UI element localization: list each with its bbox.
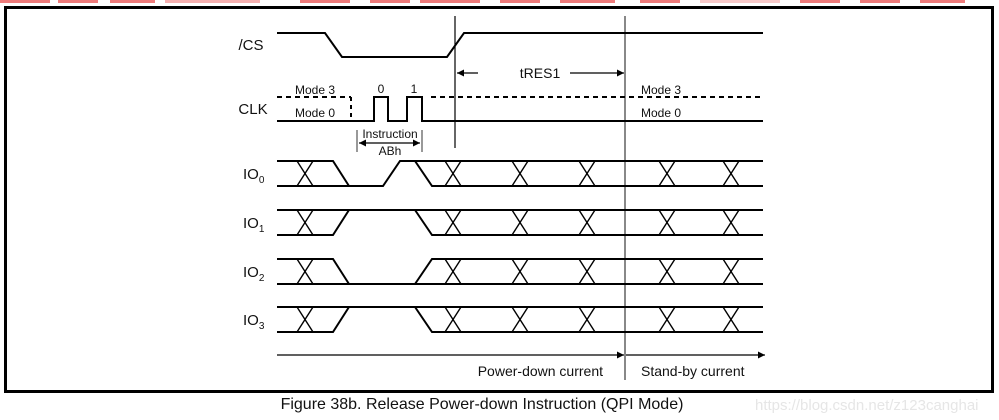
io1-crossing-0-b	[296, 209, 314, 236]
cs-label: /CS	[238, 37, 263, 54]
io2-crossing-5-b	[722, 258, 740, 285]
io0-crossing-1-b	[444, 160, 462, 187]
top-banner-strip	[0, 0, 999, 4]
io0-crossing-0-b	[296, 160, 314, 187]
clk-pulse-label-0: 0	[378, 82, 385, 96]
instruction-label: Instruction	[362, 127, 417, 141]
io0-wave-upper-start	[277, 160, 350, 187]
tres1-label: tRES1	[520, 65, 561, 81]
io3-crossing-2-b	[511, 306, 529, 333]
watermark: https://blog.csdn.net/z123canghai	[755, 397, 979, 414]
io2-crossing-4-b	[658, 258, 676, 285]
io3-crossing-5-b	[722, 306, 740, 333]
io3-crossing-4-b	[658, 306, 676, 333]
io1-crossing-2-b	[511, 209, 529, 236]
io0-crossing-2-b	[511, 160, 529, 187]
cs-waveform	[277, 32, 763, 58]
io0-crossing-5-b	[722, 160, 740, 187]
io3-crossing-0-b	[296, 306, 314, 333]
io1-crossing-1-b	[444, 209, 462, 236]
clk-mode3-right-label: Mode 3	[641, 83, 681, 97]
io1-crossing-4-b	[658, 209, 676, 236]
clk-label: CLK	[238, 101, 267, 118]
power-down-current-label: Power-down current	[478, 363, 603, 379]
figure-frame	[4, 6, 994, 393]
io1-crossing-3-b	[578, 209, 596, 236]
instruction-opcode: ABh	[379, 144, 402, 158]
clk-mode0-left-label: Mode 0	[295, 106, 335, 120]
standby-current-label: Stand-by current	[641, 363, 745, 379]
io1-wave-lower-start	[277, 209, 350, 236]
io3-crossing-3-b	[578, 306, 596, 333]
io2-wave-upper-end	[414, 258, 763, 285]
clk-mode0-right-label: Mode 0	[641, 106, 681, 120]
clk-waveform	[277, 96, 763, 122]
io0-crossing-3-b	[578, 160, 596, 187]
io2-crossing-2-b	[511, 258, 529, 285]
io3-crossing-1-b	[444, 306, 462, 333]
clk-pulse-label-1: 1	[411, 82, 418, 96]
figure-caption: Figure 38b. Release Power-down Instructi…	[0, 396, 999, 414]
io1-crossing-5-b	[722, 209, 740, 236]
io2-crossing-3-b	[578, 258, 596, 285]
io3-label: IO3	[243, 312, 265, 332]
io2-label: IO2	[243, 264, 265, 284]
io1-wave-lower-end	[414, 209, 763, 236]
io0-crossing-4-b	[658, 160, 676, 187]
io2-wave-upper-start	[277, 258, 350, 285]
clk-mode3-left-label: Mode 3	[295, 83, 335, 97]
io3-wave-lower-start	[277, 306, 350, 333]
io3-wave-lower-end	[414, 306, 763, 333]
io0-wave-lower	[277, 160, 763, 187]
io2-crossing-1-b	[444, 258, 462, 285]
io1-label: IO1	[243, 215, 265, 235]
io0-label: IO0	[243, 166, 265, 186]
io2-crossing-0-b	[296, 258, 314, 285]
caption-text: Figure 38b. Release Power-down Instructi…	[280, 396, 684, 413]
